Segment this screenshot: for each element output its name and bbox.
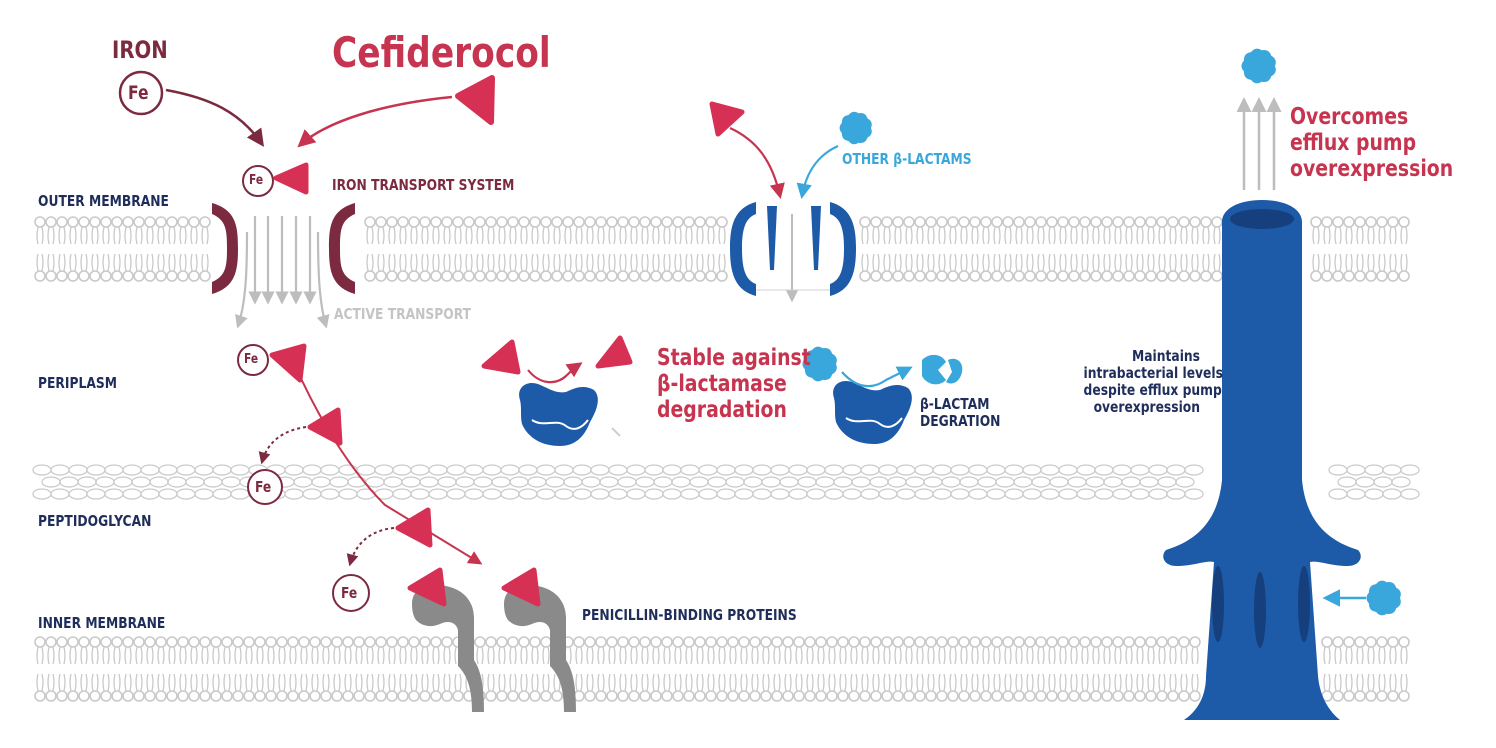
iron-fe-released-circle-1 bbox=[247, 469, 283, 505]
beta-lactamase-enzyme-right bbox=[833, 380, 912, 444]
maintains-levels-label: Maintains intrabacterial levels despite … bbox=[1083, 347, 1223, 416]
cefiderocol-triangle-top bbox=[455, 75, 495, 125]
cefiderocol-title: Cefiderocol bbox=[332, 28, 551, 77]
penicillin-binding-proteins-label: PENICILLIN-BINDING PROTEINS bbox=[582, 606, 797, 624]
cefiderocol-complex-triangle bbox=[273, 162, 309, 195]
enzyme-debris-tick bbox=[611, 427, 621, 437]
pbp-2 bbox=[501, 567, 576, 712]
other-beta-lactam-porin-arrow bbox=[796, 144, 839, 200]
other-beta-lactam-molecule-efflux-side bbox=[1366, 580, 1401, 616]
other-beta-lactam-degrade-arrow bbox=[841, 366, 913, 388]
inner-membrane-label: INNER MEMBRANE bbox=[38, 614, 166, 632]
iron-release-dotted-1 bbox=[258, 426, 307, 465]
fe-text-complex: Fe bbox=[249, 173, 264, 188]
iron-fe-circle-top bbox=[118, 70, 164, 116]
other-beta-lactams-label: OTHER β-LACTAMS bbox=[842, 150, 972, 168]
efflux-out-arrows bbox=[1236, 97, 1282, 190]
cefiderocol-mid-triangle bbox=[307, 407, 343, 446]
cefiderocol-periplasm-triangle bbox=[269, 343, 307, 383]
cefiderocol-descent-line bbox=[297, 371, 483, 565]
outer-membrane-bilayer bbox=[34, 216, 1410, 282]
other-beta-lactam-molecule-enzyme bbox=[802, 346, 837, 382]
cefiderocol-enzyme-triangle-out bbox=[595, 335, 633, 369]
fe-text-periplasm: Fe bbox=[244, 352, 259, 367]
iron-fe-complex-circle bbox=[242, 165, 274, 197]
fe-text-top: Fe bbox=[128, 82, 149, 104]
overcomes-efflux-label: Overcomes efflux pump overexpression bbox=[1290, 104, 1454, 182]
iron-transport-channel bbox=[212, 203, 355, 294]
porin-channel bbox=[730, 202, 856, 303]
fe-text-released-2: Fe bbox=[341, 584, 358, 602]
active-transport-label: ACTIVE TRANSPORT bbox=[334, 305, 472, 323]
inner-membrane-bilayer bbox=[34, 636, 1410, 702]
cefiderocol-enzyme-triangle-in bbox=[481, 339, 521, 375]
stable-against-degradation-label: Stable against β-lactamase degradation bbox=[657, 345, 811, 423]
degraded-beta-lactam-fragment-2 bbox=[946, 358, 963, 384]
iron-arrow bbox=[165, 88, 264, 147]
iron-transport-system-label: IRON TRANSPORT SYSTEM bbox=[332, 176, 515, 194]
outer-membrane-label: OUTER MEMBRANE bbox=[38, 192, 169, 210]
beta-lactamase-enzyme-left bbox=[519, 382, 598, 446]
beta-lactam-degradation-label: β-LACTAM DEGRATION bbox=[920, 395, 1001, 430]
cefiderocol-arrow bbox=[297, 95, 453, 148]
pbp-1 bbox=[407, 567, 484, 712]
degraded-beta-lactam-fragment-1 bbox=[922, 354, 946, 385]
fe-text-released-1: Fe bbox=[255, 478, 272, 496]
iron-label: IRON bbox=[112, 36, 168, 64]
peptidoglycan-layer bbox=[32, 464, 1420, 500]
cefiderocol-porin-arrow bbox=[729, 127, 785, 200]
iron-fe-released-circle-2 bbox=[332, 574, 370, 612]
efflux-pump bbox=[1163, 200, 1361, 720]
enzyme-bypass-arrow bbox=[527, 362, 583, 384]
peptidoglycan-label: PEPTIDOGLYCAN bbox=[38, 512, 152, 530]
active-transport-arrows bbox=[235, 216, 330, 329]
cefiderocol-porin-triangle bbox=[709, 101, 745, 137]
other-beta-lactam-molecule-efflux-top bbox=[1241, 48, 1276, 84]
iron-release-dotted-2 bbox=[346, 527, 395, 567]
cefiderocol-low-triangle bbox=[395, 507, 433, 548]
periplasm-label: PERIPLASM bbox=[38, 374, 117, 392]
other-beta-lactam-molecule-top bbox=[839, 111, 872, 145]
iron-fe-periplasm-circle bbox=[237, 344, 269, 376]
